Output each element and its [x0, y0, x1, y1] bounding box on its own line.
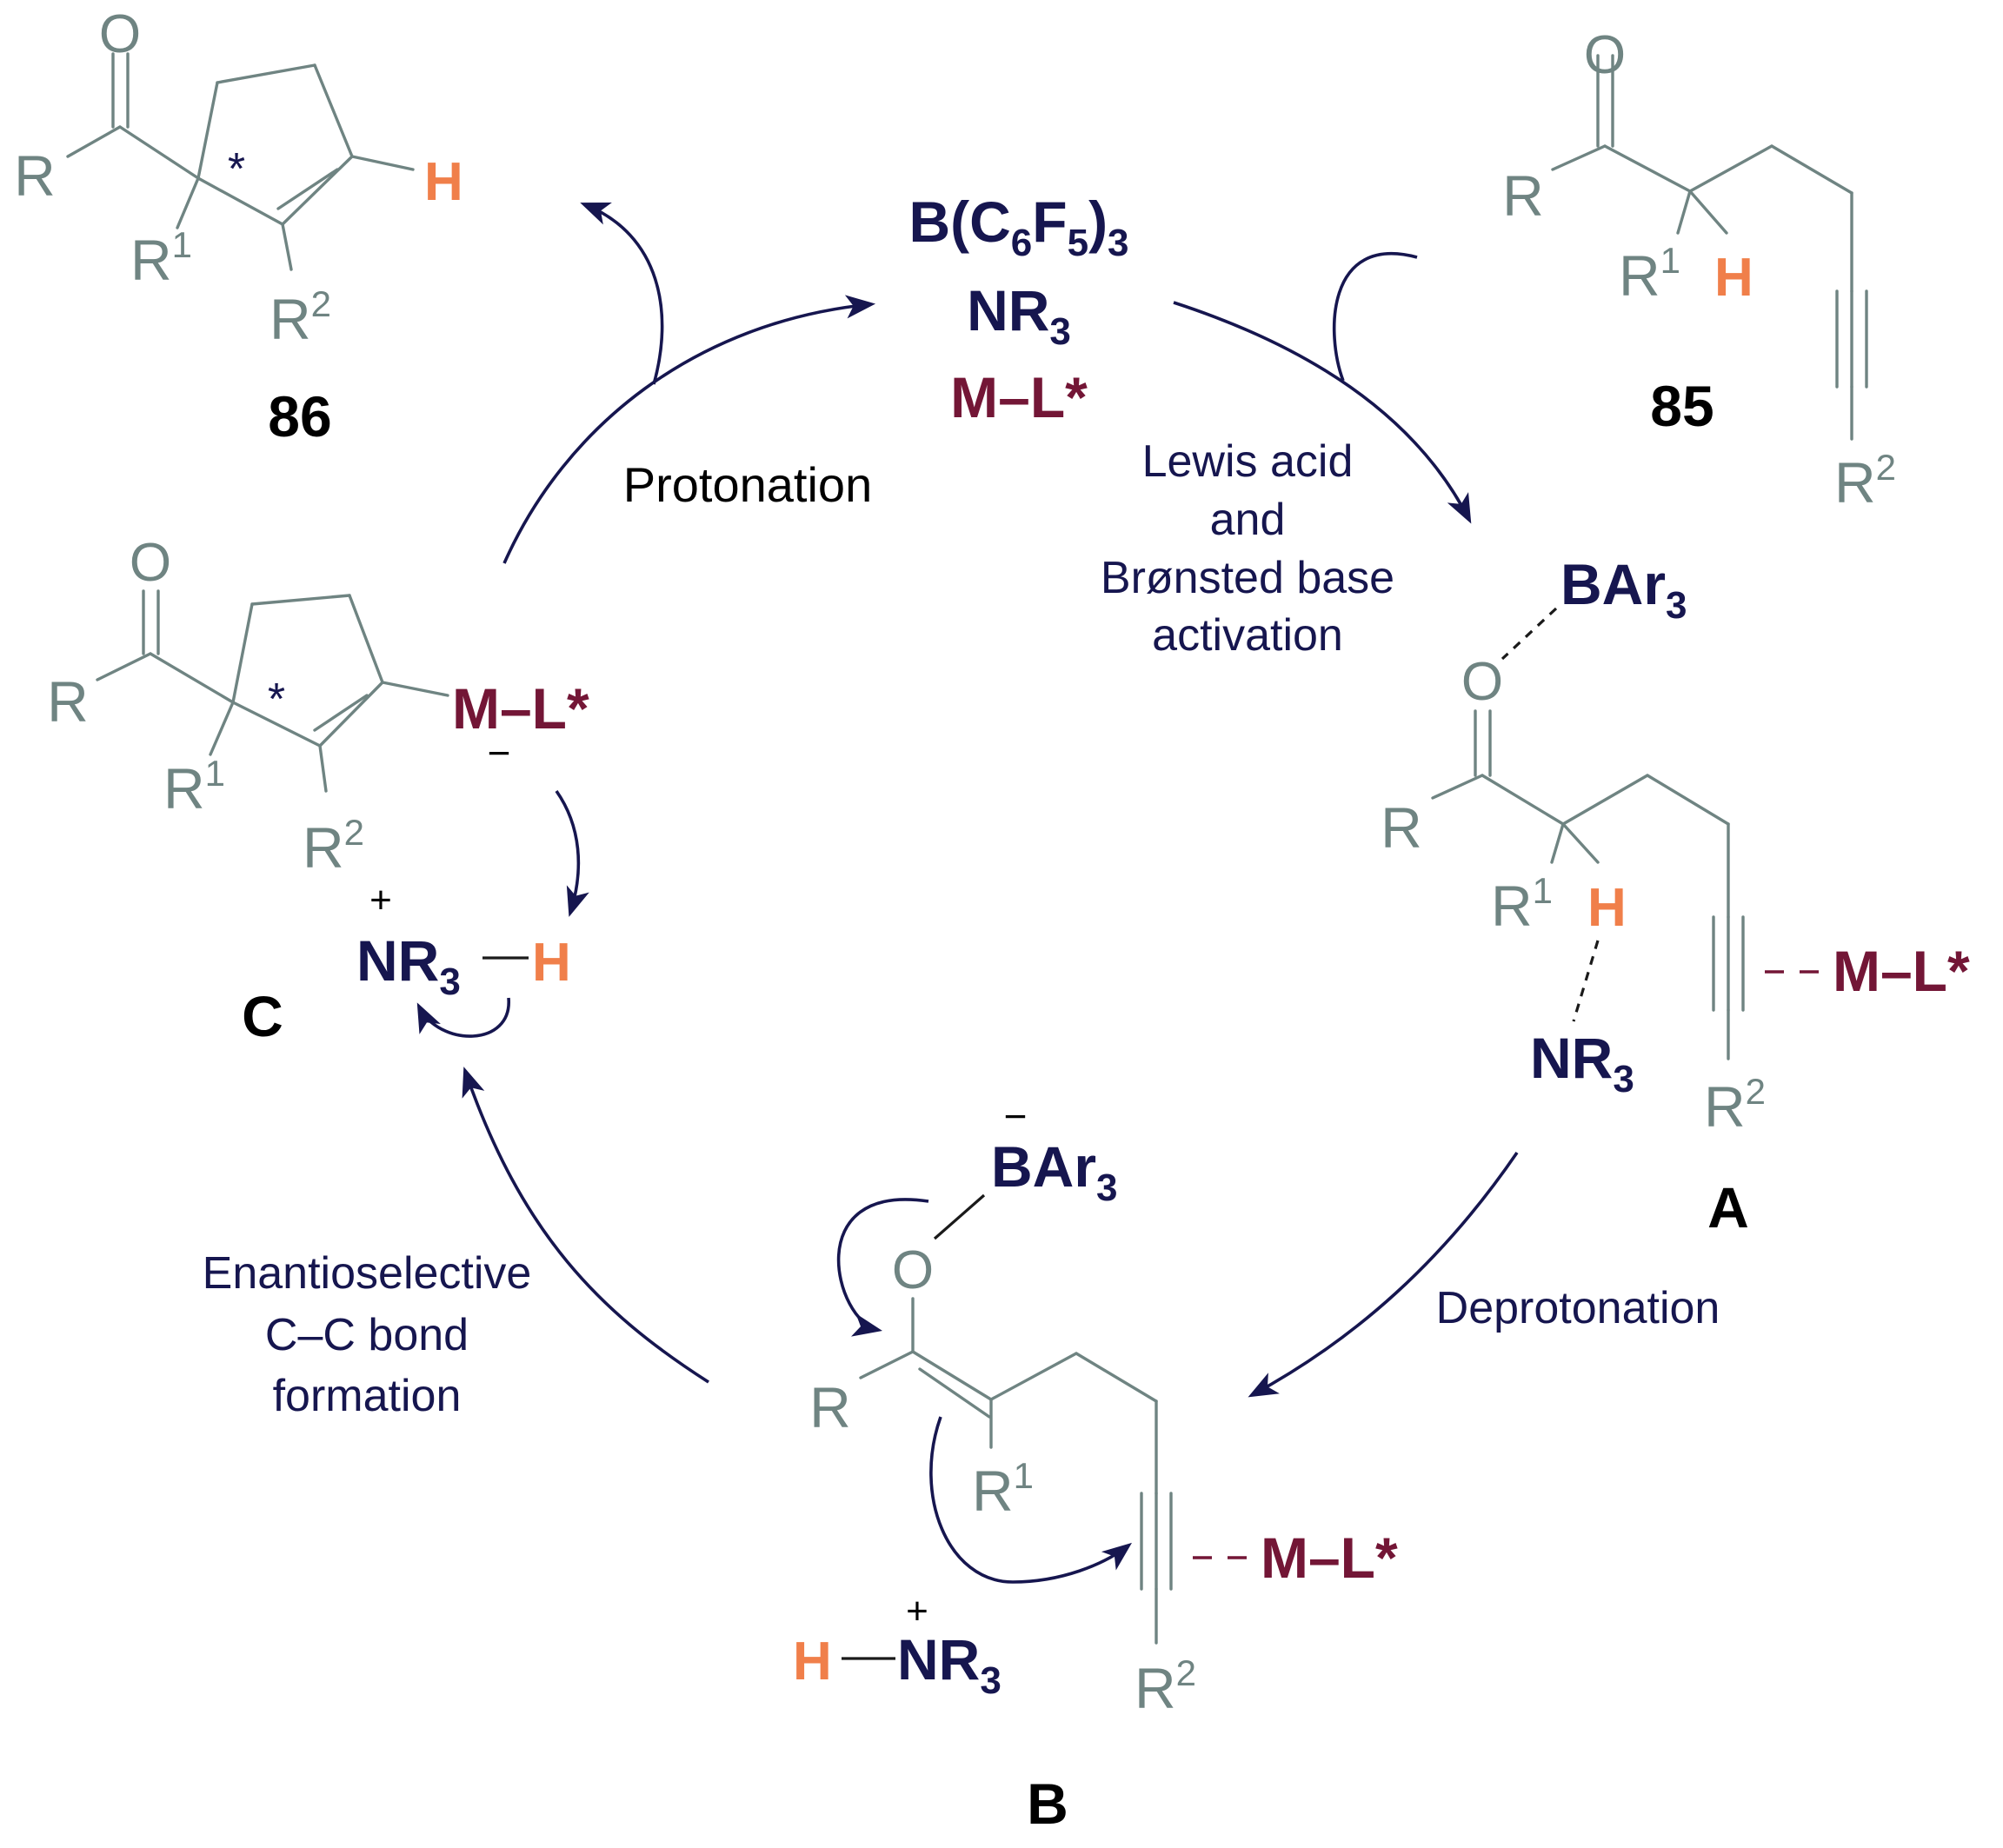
positive-charge: +: [369, 879, 392, 921]
proton-H: H: [532, 933, 571, 993]
label-cc-formation-2: C–C bond: [265, 1310, 469, 1360]
label-deprotonation: Deprotonation: [1436, 1283, 1720, 1333]
negative-charge: −: [488, 730, 511, 775]
substituent-R2: R2: [303, 812, 364, 880]
atom-R: R: [14, 143, 56, 208]
atom-R: R: [47, 669, 89, 734]
atom-O: O: [130, 533, 171, 593]
compound-86: O R * R1 R2 H 86: [14, 4, 463, 449]
atom-R: R: [809, 1375, 851, 1439]
borate-BAr3: BAr3: [991, 1134, 1118, 1209]
intermediate-A: BAr3 O R R1 H M–L* NR3 R2 A: [1381, 552, 1970, 1240]
substituent-R1: R1: [972, 1455, 1034, 1523]
step-labels: Protonation Lewis acid and Brønsted base…: [203, 436, 1720, 1421]
arrow-activation: [1173, 301, 1472, 524]
label-activation-4: activation: [1152, 610, 1343, 661]
atom-O: O: [99, 4, 141, 64]
substituent-R2: R2: [1135, 1652, 1196, 1720]
arrow-substrate-entry: [1332, 252, 1418, 382]
compound-85: O R R1 H R2 85: [1502, 25, 1896, 515]
proton-H: H: [793, 1632, 832, 1692]
borane-catalyst: B(C6F5)3: [908, 189, 1128, 264]
atom-O: O: [1584, 25, 1626, 85]
arrow-product-release: [580, 203, 664, 385]
negative-charge: −: [1004, 1094, 1028, 1139]
stereocenter-star: *: [268, 675, 285, 725]
compound-label-85: 85: [1650, 374, 1714, 438]
label-activation-1: Lewis acid: [1142, 436, 1354, 487]
intermediate-C: O R * R1 R2 M–L* − + NR3 H C: [47, 533, 589, 1048]
amine-base: NR3: [967, 278, 1071, 353]
intermediate-label-A: A: [1707, 1175, 1749, 1240]
intermediate-label-C: C: [242, 984, 283, 1048]
label-activation-3: Brønsted base: [1101, 553, 1394, 603]
alpha-H: H: [1587, 878, 1627, 938]
arrow-protonation: [502, 295, 876, 564]
alpha-H: H: [1714, 248, 1753, 308]
atom-O: O: [1461, 652, 1503, 712]
label-activation-2: and: [1210, 495, 1286, 545]
substituent-R1: R1: [1619, 240, 1680, 308]
atom-R: R: [1502, 163, 1544, 228]
arrow-B-cyclization-curly: [929, 1416, 1133, 1584]
amine-NR3: NR3: [1530, 1026, 1634, 1100]
compound-label-86: 86: [268, 384, 331, 449]
substituent-R2: R2: [1834, 447, 1896, 515]
atom-R: R: [1381, 795, 1422, 860]
arrow-B-enolate-curly: [836, 1198, 929, 1337]
arrow-cc-formation: [462, 1067, 709, 1384]
arrow-C-curly: [416, 997, 510, 1038]
metal-complex: M–L*: [1261, 1526, 1398, 1590]
substituent-R2: R2: [1704, 1071, 1766, 1139]
label-protonation: Protonation: [623, 457, 872, 512]
substituent-R1: R1: [130, 224, 192, 292]
intermediate-label-B: B: [1027, 1772, 1068, 1836]
label-cc-formation-3: formation: [273, 1371, 462, 1421]
catalyst-system: B(C6F5)3 NR3 M–L*: [908, 189, 1128, 429]
ammonium: NR3: [897, 1627, 1002, 1702]
chiral-metal-complex: M–L*: [950, 365, 1088, 429]
arrow-C-to-NR3H: [555, 789, 589, 917]
atom-O: O: [892, 1240, 934, 1300]
substituent-R1: R1: [1491, 870, 1553, 938]
metal-complex: M–L*: [452, 676, 589, 741]
substituent-R2: R2: [270, 283, 331, 351]
substituent-R1: R1: [163, 753, 225, 821]
stereocenter-star: *: [228, 144, 245, 195]
borane-BAr3: BAr3: [1560, 552, 1687, 627]
intermediate-B: − BAr3 O R R1 M–L* R2 H + NR3 B: [793, 1094, 1398, 1836]
ammonium: NR3: [356, 928, 461, 1003]
metal-complex: M–L*: [1833, 939, 1970, 1003]
label-cc-formation-1: Enantioselective: [203, 1248, 532, 1299]
cycle-arrows: [416, 203, 1519, 1584]
arrow-deprotonation: [1248, 1151, 1519, 1398]
atom-H: H: [424, 152, 463, 212]
positive-charge: +: [906, 1590, 928, 1632]
